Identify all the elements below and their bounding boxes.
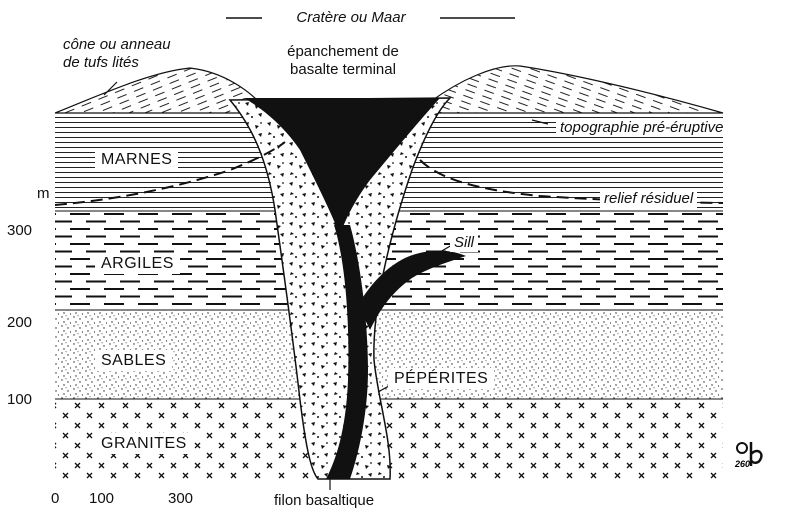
depth-tick-100: 100	[7, 391, 32, 408]
tuff-cone-right	[420, 66, 723, 113]
label-filon: filon basaltique	[274, 492, 374, 509]
svg-text:260: 260	[734, 459, 750, 469]
depth-tick-300: 300	[7, 222, 32, 239]
label-argiles: ARGILES	[95, 253, 180, 274]
label-epanchement-line2: basalte terminal	[253, 61, 433, 78]
label-cone-line1: cône ou anneau	[63, 36, 171, 53]
label-granites: GRANITES	[95, 433, 193, 454]
label-sill: Sill	[450, 233, 478, 252]
label-cone-line2: de tufs lités	[63, 54, 139, 71]
label-sables: SABLES	[95, 350, 172, 371]
x-tick-100: 100	[89, 490, 114, 507]
diagram-title: Cratère ou Maar	[262, 9, 440, 26]
depth-tick-200: 200	[7, 314, 32, 331]
label-epanchement-line1: épanchement de	[253, 43, 433, 60]
depth-unit: m	[37, 185, 50, 202]
tuff-cone-left	[55, 68, 262, 113]
label-marnes: MARNES	[95, 149, 178, 170]
publisher-logo: 260	[733, 438, 767, 470]
label-relief: relief résiduel	[600, 189, 697, 208]
x-tick-0: 0	[51, 490, 59, 507]
label-peperites: PÉPÉRITES	[388, 368, 494, 389]
x-tick-300: 300	[168, 490, 193, 507]
label-topographie: topographie pré-éruptive	[556, 118, 727, 137]
